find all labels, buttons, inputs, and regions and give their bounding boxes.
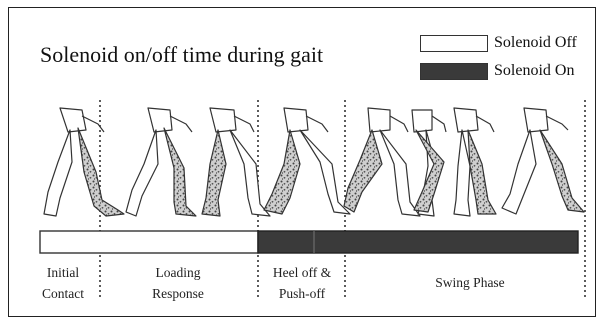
walking-leg-figure-icon bbox=[454, 108, 496, 216]
phase-label-initial-contact: Initial Contact bbox=[30, 262, 96, 304]
walking-leg-figure-icon bbox=[44, 108, 124, 216]
phase-label-line1: Loading bbox=[130, 262, 226, 283]
phase-label-heel-off-push-off: Heel off & Push-off bbox=[260, 262, 344, 304]
phase-label-line2: Contact bbox=[30, 283, 96, 304]
walking-leg-figure-icon bbox=[502, 108, 584, 214]
phase-label-line1: Heel off & bbox=[260, 262, 344, 283]
walking-leg-figure-icon bbox=[126, 108, 196, 216]
solenoid-off-segment bbox=[40, 231, 258, 253]
phase-label-line1: Initial bbox=[30, 262, 96, 283]
walking-leg-figure-icon bbox=[264, 108, 350, 214]
walking-leg-figure-icon bbox=[344, 108, 420, 216]
solenoid-on-segment bbox=[258, 231, 578, 253]
phase-label-loading-response: Loading Response bbox=[130, 262, 226, 304]
phase-label-line1: Swing Phase bbox=[420, 272, 520, 293]
phase-label-swing-phase: Swing Phase bbox=[420, 272, 520, 293]
walking-leg-figure-icon bbox=[202, 108, 270, 216]
phase-label-line2: Response bbox=[130, 283, 226, 304]
walking-leg-figure-icon bbox=[412, 110, 446, 216]
phase-label-line2: Push-off bbox=[260, 283, 344, 304]
